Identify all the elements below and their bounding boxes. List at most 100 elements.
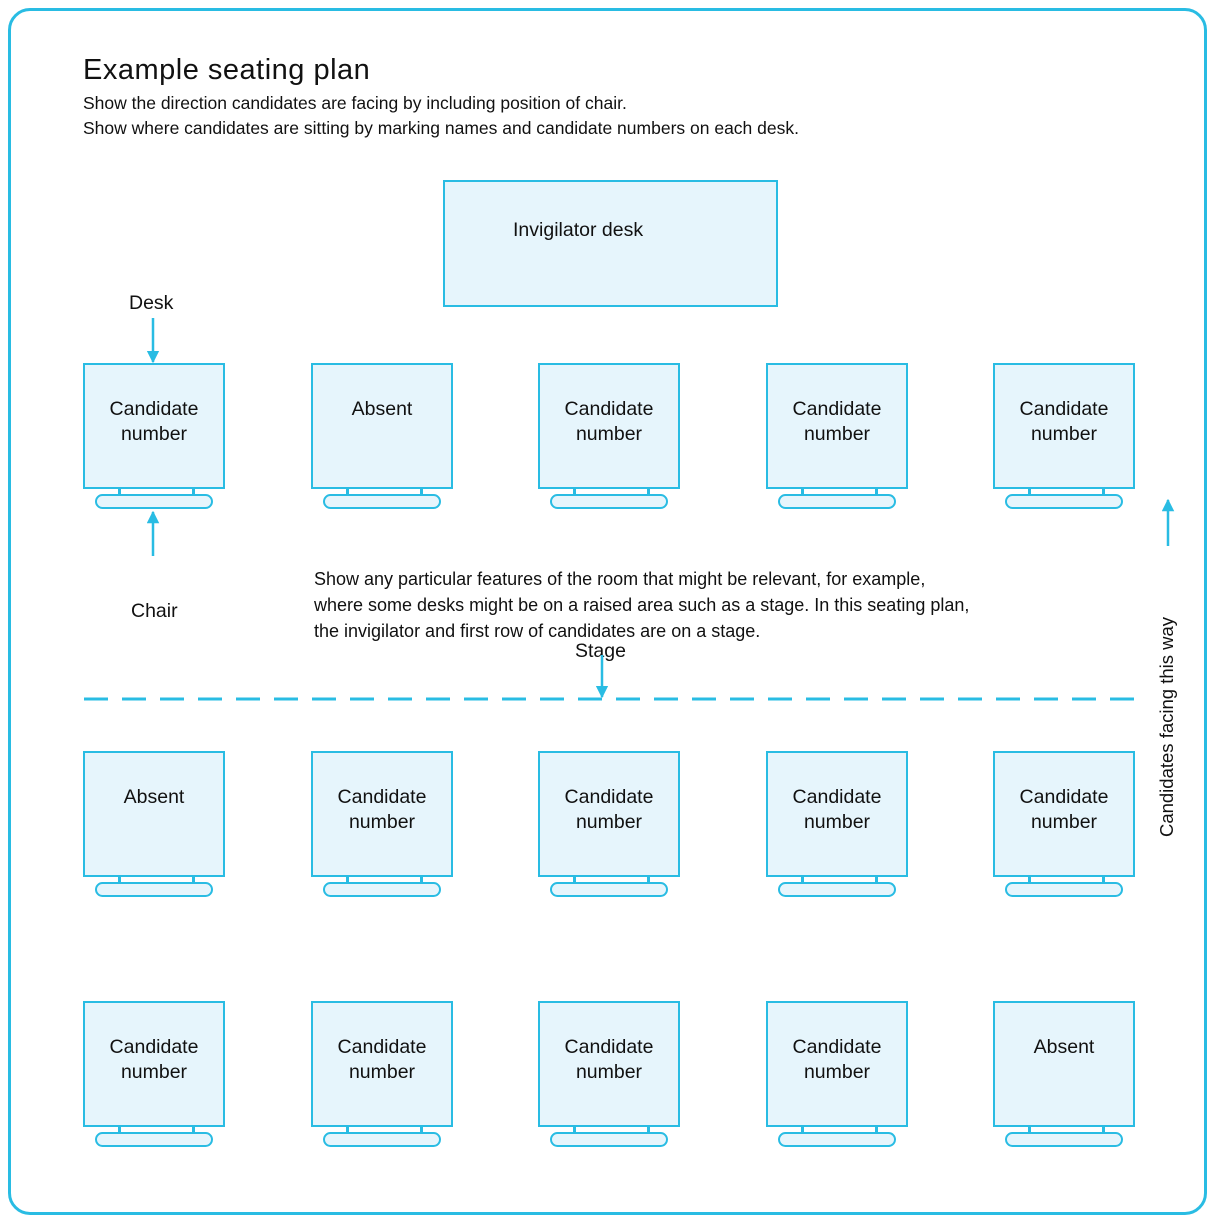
chair-connector xyxy=(346,876,349,884)
desk-label-line: Candidate xyxy=(564,786,654,808)
chair xyxy=(323,1126,441,1147)
candidate-desk: Candidate number xyxy=(83,1001,225,1127)
desk-label-line: Candidate xyxy=(792,398,882,420)
desk-label-line: number xyxy=(1030,423,1098,445)
chair-connector xyxy=(1028,488,1031,496)
candidate-desk: Candidate number xyxy=(766,751,908,877)
chair-connector xyxy=(420,1126,423,1134)
chair-connector xyxy=(1028,1126,1031,1134)
chair xyxy=(1005,876,1123,897)
stage-label: Stage xyxy=(575,640,626,662)
chair-connector xyxy=(1102,876,1105,884)
desk-label-line: Candidate xyxy=(564,398,654,420)
chair xyxy=(95,876,213,897)
chair-connector xyxy=(647,1126,650,1134)
subtitle-line-2: Show where candidates are sitting by mar… xyxy=(83,118,799,138)
chair xyxy=(778,1126,896,1147)
chair-connector xyxy=(420,488,423,496)
desk-label: Candidate number xyxy=(540,397,678,447)
desk-label-line: Candidate xyxy=(792,1036,882,1058)
candidate-desk: Candidate number xyxy=(311,751,453,877)
candidate-desk: Candidate number xyxy=(83,363,225,489)
desk-label: Absent xyxy=(313,397,451,422)
chair-connector xyxy=(801,488,804,496)
desk-label-line: number xyxy=(803,811,871,833)
chair-connector xyxy=(875,488,878,496)
chair-connector xyxy=(573,876,576,884)
chair-connector xyxy=(1102,488,1105,496)
room-features-note: Show any particular features of the room… xyxy=(314,566,969,644)
desk-label: Candidate number xyxy=(85,397,223,447)
chair xyxy=(95,1126,213,1147)
candidate-desk: Candidate number xyxy=(993,363,1135,489)
desk-label-line: Absent xyxy=(1033,1036,1095,1058)
desk-label-line: Candidate xyxy=(1019,398,1109,420)
chair xyxy=(550,488,668,509)
chair-connector xyxy=(118,1126,121,1134)
chair-connector xyxy=(573,488,576,496)
chair-connector xyxy=(875,1126,878,1134)
chair xyxy=(550,876,668,897)
chair-connector xyxy=(647,488,650,496)
candidate-desk: Candidate number xyxy=(311,1001,453,1127)
desk-label-line: Candidate xyxy=(109,398,199,420)
chair xyxy=(323,876,441,897)
candidate-desk: Candidate number xyxy=(993,751,1135,877)
chair xyxy=(778,876,896,897)
desk-label-line: Candidate xyxy=(564,1036,654,1058)
desk-label: Candidate number xyxy=(313,1035,451,1085)
chair-connector xyxy=(420,876,423,884)
desk-label-line: number xyxy=(575,423,643,445)
desk-label: Candidate number xyxy=(995,785,1133,835)
desk-label: Candidate number xyxy=(768,785,906,835)
candidate-desk: Candidate number xyxy=(538,363,680,489)
desk-label: Absent xyxy=(85,785,223,810)
desk-label: Candidate number xyxy=(995,397,1133,447)
chair-connector xyxy=(192,1126,195,1134)
chair-connector xyxy=(192,488,195,496)
desk-label: Candidate number xyxy=(85,1035,223,1085)
page-title: Example seating plan xyxy=(83,54,371,86)
candidate-desk: Absent xyxy=(83,751,225,877)
chair xyxy=(323,488,441,509)
chair xyxy=(550,1126,668,1147)
desk-label: Absent xyxy=(995,1035,1133,1060)
candidate-desk: Candidate number xyxy=(538,1001,680,1127)
chair-connector xyxy=(192,876,195,884)
chair-connector xyxy=(573,1126,576,1134)
chair-connector xyxy=(118,488,121,496)
chair xyxy=(95,488,213,509)
desk-label-line: number xyxy=(120,423,188,445)
plan-frame xyxy=(8,8,1207,1215)
chair-connector xyxy=(801,1126,804,1134)
subtitle-line-1: Show the direction candidates are facing… xyxy=(83,93,627,113)
desk-label-line: number xyxy=(348,1061,416,1083)
desk-label-line: number xyxy=(575,811,643,833)
note-line-1: Show any particular features of the room… xyxy=(314,569,926,589)
chair-connector xyxy=(346,1126,349,1134)
desk-label-line: number xyxy=(575,1061,643,1083)
chair xyxy=(778,488,896,509)
desk-label-line: Candidate xyxy=(792,786,882,808)
desk-label-line: number xyxy=(348,811,416,833)
invigilator-desk: Invigilator desk xyxy=(443,180,778,307)
chair-connector xyxy=(346,488,349,496)
candidate-desk: Candidate number xyxy=(538,751,680,877)
desk-label-line: Candidate xyxy=(337,786,427,808)
desk-label-line: Candidate xyxy=(1019,786,1109,808)
desk-label: Candidate number xyxy=(540,1035,678,1085)
chair xyxy=(1005,1126,1123,1147)
desk-label-line: number xyxy=(120,1061,188,1083)
desk-label-line: Absent xyxy=(123,786,185,808)
desk-label: Desk xyxy=(129,292,174,314)
desk-label-line: Candidate xyxy=(337,1036,427,1058)
chair-connector xyxy=(647,876,650,884)
chair-connector xyxy=(1028,876,1031,884)
desk-label-line: Candidate xyxy=(109,1036,199,1058)
desk-label-line: Absent xyxy=(351,398,413,420)
desk-label-line: number xyxy=(1030,811,1098,833)
